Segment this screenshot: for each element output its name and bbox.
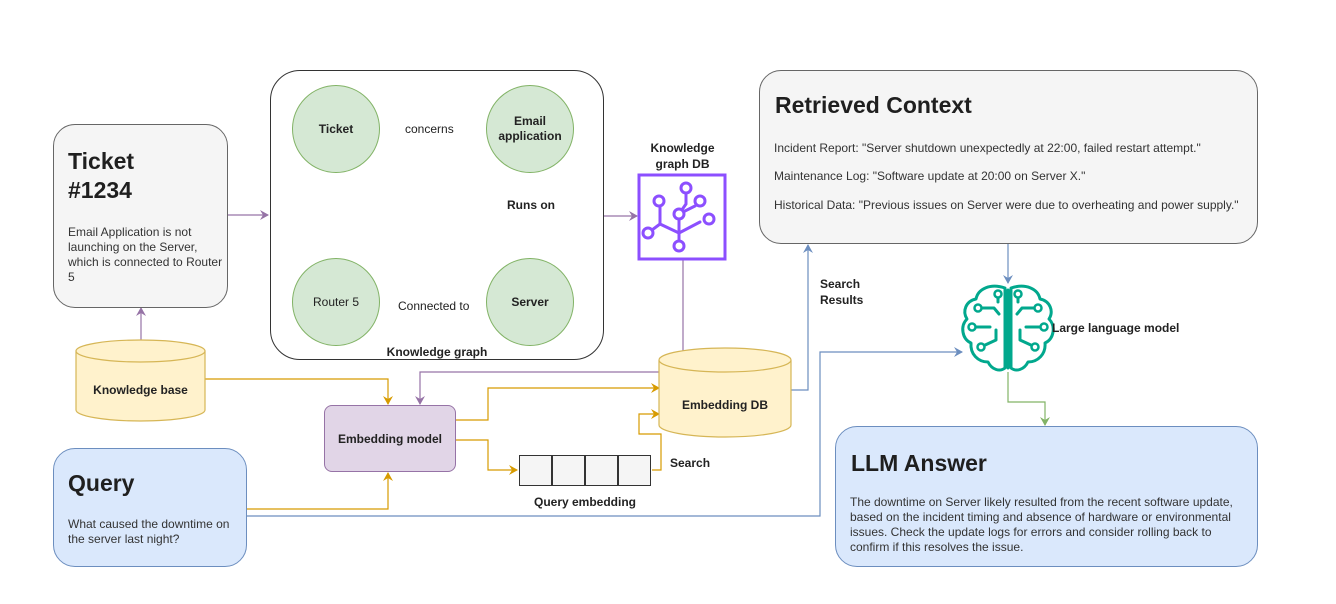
context-incident-report: Incident Report: "Server shutdown unexpe… (774, 141, 1201, 155)
kg-db-label: Knowledge graph DB (650, 141, 715, 171)
knowledge-graph-label: Knowledge graph (386, 345, 488, 359)
edge-label-connected-to: Connected to (398, 299, 470, 313)
context-maintenance-log: Maintenance Log: "Software update at 20:… (774, 169, 1086, 183)
query-title: Query (68, 470, 135, 496)
context-historical-data: Historical Data: "Previous issues on Ser… (774, 198, 1239, 212)
llm-to-answer (1007, 372, 1050, 426)
edge-label-runs-on: Runs on (507, 198, 555, 212)
embedding-db-label: Embedding DB (682, 398, 768, 412)
node-email-application: Email application (486, 85, 574, 173)
ticket-title: Ticket #1234 (68, 147, 134, 205)
search-results-label: Search Results (820, 277, 864, 307)
vector-cell (618, 455, 651, 486)
node-server-label: Server (511, 294, 549, 309)
node-router-5: Router 5 (292, 258, 380, 346)
purple-flows (136, 210, 684, 405)
blue-flows (247, 244, 1013, 517)
search-label: Search (670, 456, 711, 470)
embedding-to-query-vector (456, 439, 518, 475)
query-text: What caused the downtime on the server l… (68, 517, 230, 546)
search-to-db (638, 409, 662, 471)
query-to-embedding (247, 472, 393, 510)
node-router-5-label: Router 5 (312, 294, 360, 309)
db-to-context (791, 244, 813, 391)
ticket-title-line1: Ticket (68, 148, 135, 174)
llm-label: Large language model (1052, 321, 1180, 335)
embedding-model-box: Embedding model (324, 405, 456, 472)
query-card: Query What caused the downtime on the se… (53, 448, 247, 567)
embedding-db-cylinder (658, 347, 792, 438)
query-embedding-label: Query embedding (533, 495, 637, 509)
node-ticket-label: Ticket (318, 121, 354, 136)
retrieved-context-card: Retrieved Context Incident Report: "Serv… (759, 70, 1258, 244)
node-server: Server (486, 258, 574, 346)
query-to-llm (247, 347, 963, 517)
vector-cell (552, 455, 585, 486)
knowledge-base-label: Knowledge base (93, 383, 188, 397)
vector-cell (585, 455, 618, 486)
kgdb-to-embedding (415, 260, 684, 405)
edge-label-concerns: concerns (405, 122, 454, 136)
ticket-card: Ticket #1234 Email Application is not la… (53, 124, 228, 308)
llm-answer-text: The downtime on Server likely resulted f… (850, 495, 1233, 554)
llm-answer-title: LLM Answer (851, 450, 987, 476)
retrieved-context-title: Retrieved Context (775, 92, 972, 118)
knowledge-graph-icon (637, 173, 727, 261)
brain-circuit-nodes (967, 289, 1049, 352)
ticket-description: Email Application is not launching on th… (68, 225, 223, 284)
node-email-application-label: Email application (498, 114, 562, 143)
orange-flows (205, 378, 662, 510)
embedding-model-label: Embedding model (337, 431, 442, 446)
knowledge-base-cylinder (75, 339, 206, 422)
node-ticket: Ticket (292, 85, 380, 173)
llm-answer-card: LLM Answer The downtime on Server likely… (835, 426, 1258, 567)
kb-to-embedding (205, 378, 393, 405)
brain-circuit-icon (961, 284, 1055, 372)
vector-cell (519, 455, 552, 486)
embedding-to-db (456, 383, 660, 421)
ticket-title-line2: #1234 (68, 177, 132, 203)
